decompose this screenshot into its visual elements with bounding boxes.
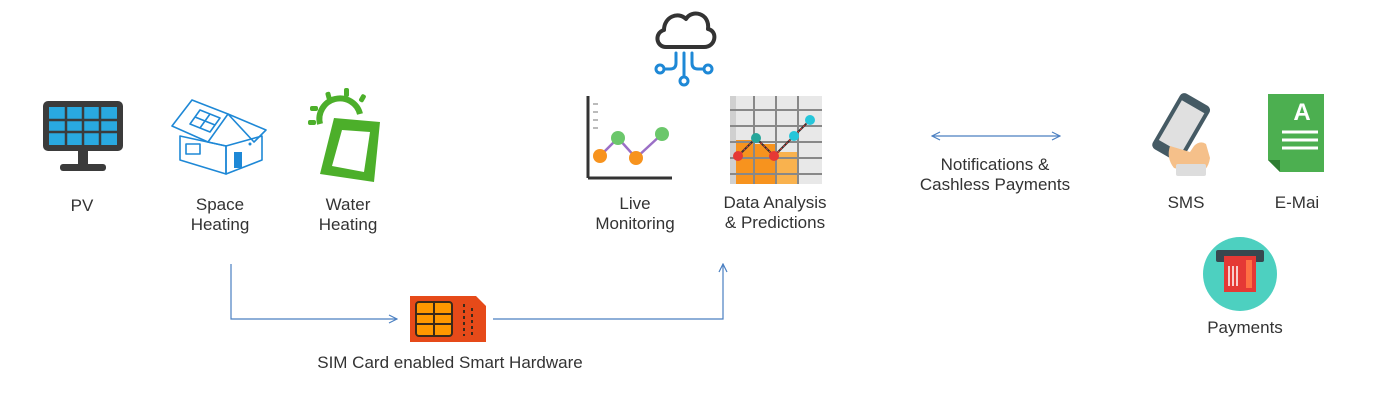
sim-card-label: SIM Card enabled Smart Hardware bbox=[317, 353, 583, 372]
sms-label: SMS bbox=[1167, 193, 1205, 212]
cloud-icon bbox=[654, 11, 717, 87]
house-icon bbox=[171, 99, 267, 175]
svg-text:A: A bbox=[1293, 99, 1310, 126]
sun-panel-icon bbox=[308, 88, 380, 182]
document-icon: A bbox=[1268, 94, 1324, 172]
heating-to-sim-arrow bbox=[230, 264, 397, 319]
data-grid-icon bbox=[730, 96, 822, 184]
pv-label: PV bbox=[70, 196, 94, 215]
payments-label: Payments bbox=[1207, 318, 1283, 337]
notifications-label: Notifications &Cashless Payments bbox=[919, 155, 1071, 194]
sim-card-icon bbox=[410, 296, 486, 342]
payment-icon bbox=[1203, 237, 1277, 311]
email-label: E-Mai bbox=[1274, 193, 1320, 212]
phone-icon bbox=[1152, 93, 1211, 176]
solar-panel-icon bbox=[43, 101, 123, 171]
data-analysis-label: Data Analysis& Predictions bbox=[723, 193, 827, 232]
line-chart-icon bbox=[586, 96, 672, 180]
sim-to-analysis-arrow bbox=[493, 264, 723, 320]
